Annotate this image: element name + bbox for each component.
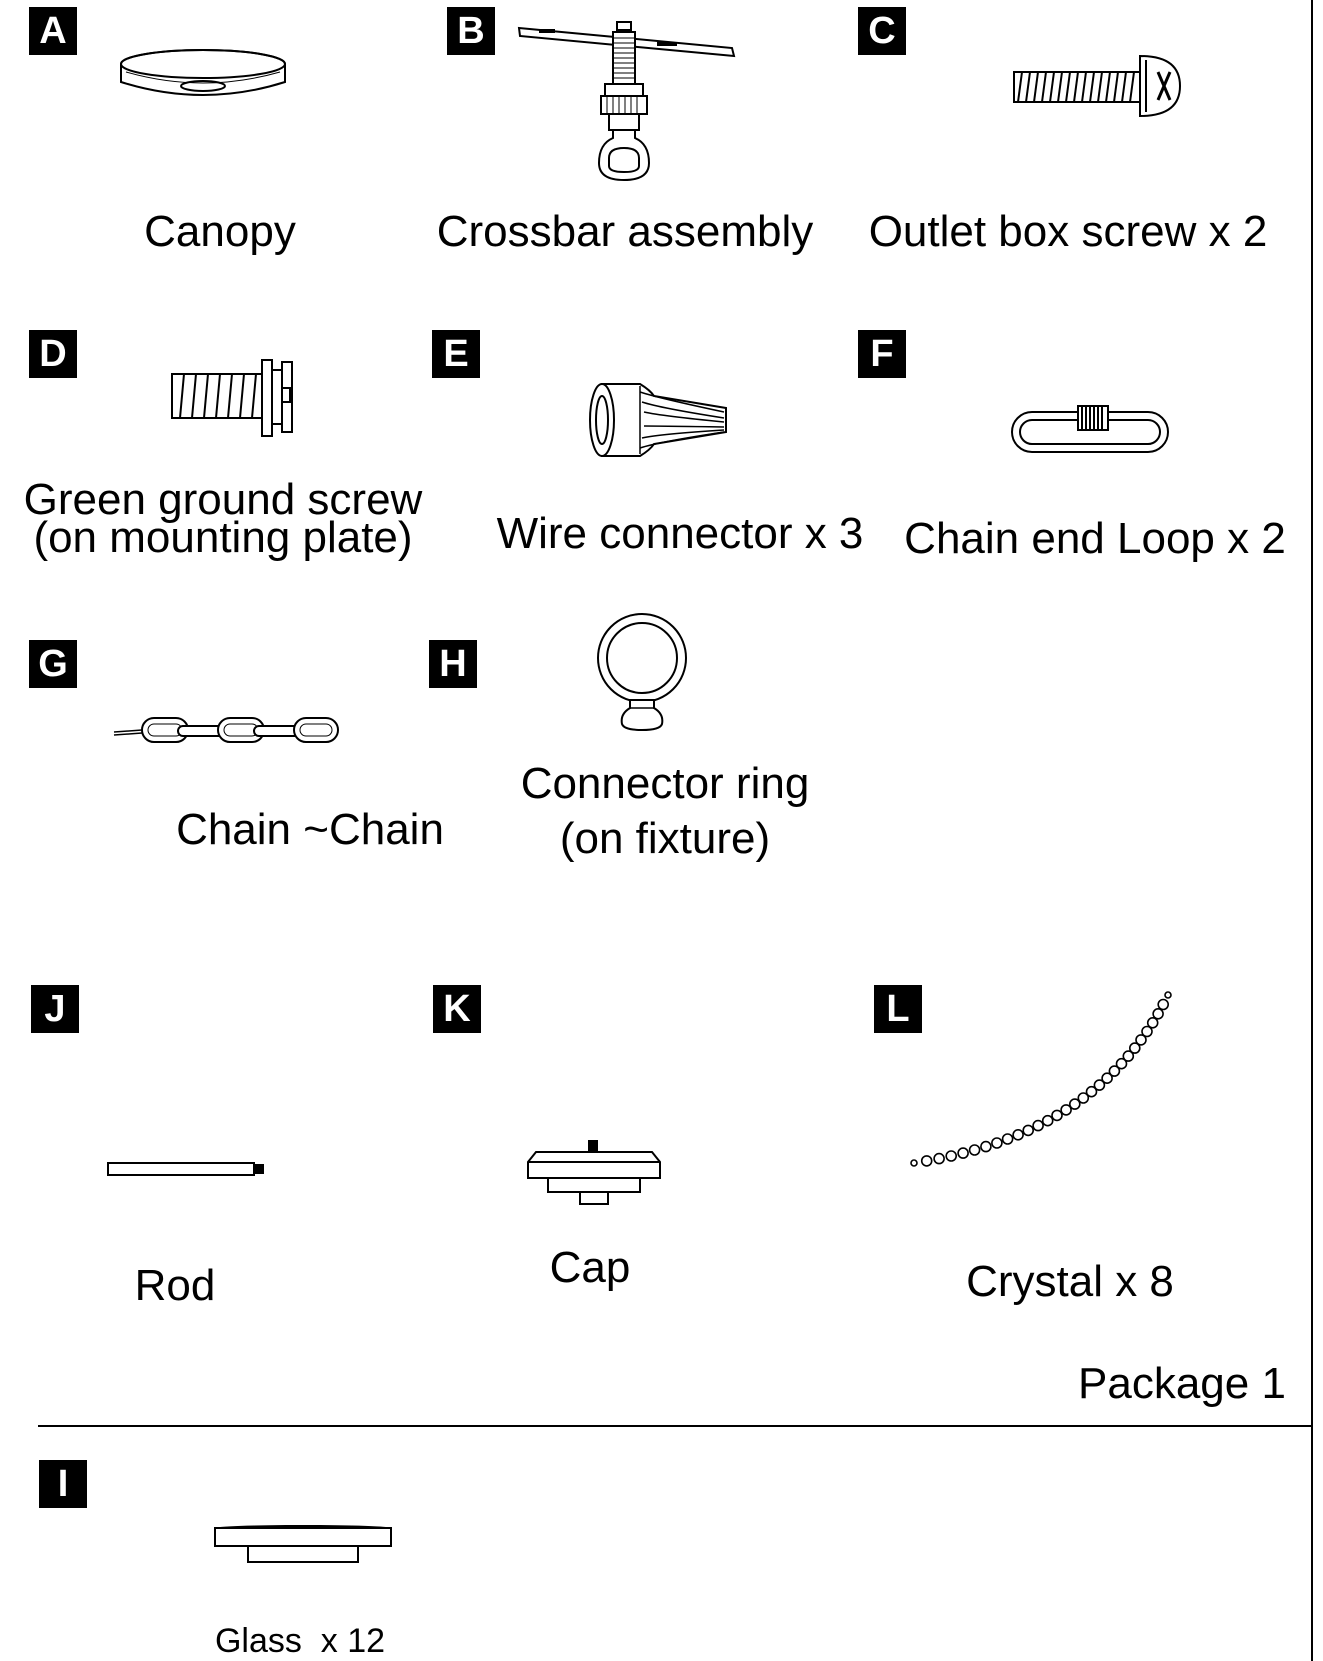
part-label-d-line2: (on mounting plate) xyxy=(33,513,413,562)
crystal-bead xyxy=(1003,1134,1013,1144)
part-badge-i: I xyxy=(39,1460,87,1508)
part-badge-e: E xyxy=(432,330,480,378)
part-label-b: Crossbar assembly xyxy=(436,207,814,256)
rod-icon xyxy=(106,1160,264,1178)
crystal-bead xyxy=(992,1138,1002,1148)
crystal-bead xyxy=(1078,1093,1088,1103)
part-label-g: Chain ~Chain xyxy=(176,805,444,854)
crystal-bead xyxy=(1109,1066,1119,1076)
crystal-bead xyxy=(1094,1080,1104,1090)
ground-screw-icon xyxy=(170,358,296,438)
connector-ring-icon xyxy=(594,612,690,732)
crystal-bead xyxy=(958,1148,968,1158)
part-label-h-line2: (on fixture) xyxy=(559,814,771,863)
part-label-k: Cap xyxy=(549,1243,631,1292)
crystal-bead xyxy=(1102,1073,1112,1083)
crystal-bead xyxy=(1087,1087,1097,1097)
chain-icon xyxy=(112,712,342,748)
part-label-h-line1: Connector ring xyxy=(520,759,810,808)
part-badge-l: L xyxy=(874,985,922,1033)
crystal-bead xyxy=(1043,1116,1053,1126)
part-label-a: Canopy xyxy=(144,207,296,256)
part-badge-d: D xyxy=(29,330,77,378)
crystal-bead xyxy=(1023,1125,1033,1135)
crystal-bead xyxy=(970,1145,980,1155)
crystal-bead xyxy=(1033,1121,1043,1131)
part-badge-j: J xyxy=(31,985,79,1033)
part-label-c: Outlet box screw x 2 xyxy=(868,207,1268,256)
crossbar-assembly-icon xyxy=(517,18,742,183)
canopy-icon xyxy=(118,42,288,104)
part-badge-k: K xyxy=(433,985,481,1033)
crystal-bead xyxy=(1070,1099,1080,1109)
part-badge-c: C xyxy=(858,7,906,55)
crystal-bead xyxy=(946,1151,956,1161)
crystal-bead xyxy=(1153,1009,1163,1019)
crystal-strand-icon xyxy=(900,985,1180,1177)
crystal-bead xyxy=(911,1160,917,1166)
crystal-bead xyxy=(1123,1051,1133,1061)
crystal-bead xyxy=(1052,1110,1062,1120)
crystal-bead xyxy=(1061,1105,1071,1115)
part-badge-f: F xyxy=(858,330,906,378)
crystal-bead xyxy=(1013,1130,1023,1140)
part-badge-g: G xyxy=(29,640,77,688)
crystal-bead xyxy=(1165,992,1171,998)
crystal-bead xyxy=(1148,1018,1158,1028)
part-label-i: Glass x 12 xyxy=(214,1622,386,1660)
crystal-bead xyxy=(1130,1043,1140,1053)
part-label-j: Rod xyxy=(134,1261,216,1310)
crystal-bead xyxy=(1117,1059,1127,1069)
part-label-f: Chain end Loop x 2 xyxy=(904,514,1286,563)
part-label-e: Wire connector x 3 xyxy=(496,509,864,558)
crystal-bead xyxy=(1158,1000,1168,1010)
wire-connector-icon xyxy=(588,380,730,460)
package-label: Package 1 xyxy=(1078,1359,1286,1408)
package-divider xyxy=(38,1425,1313,1427)
part-badge-a: A xyxy=(29,7,77,55)
right-border xyxy=(1311,0,1313,1661)
crystal-bead xyxy=(922,1156,932,1166)
crystal-bead xyxy=(981,1142,991,1152)
part-label-l: Crystal x 8 xyxy=(966,1257,1174,1306)
outlet-box-screw-icon xyxy=(1012,52,1184,120)
part-badge-b: B xyxy=(447,7,495,55)
glass-icon xyxy=(212,1525,394,1564)
part-label-d-line1: Green ground screw xyxy=(23,475,423,524)
crystal-bead xyxy=(1136,1035,1146,1045)
crystal-bead xyxy=(1142,1027,1152,1037)
part-badge-h: H xyxy=(429,640,477,688)
crystal-bead xyxy=(934,1154,944,1164)
chain-end-loop-icon xyxy=(1010,404,1170,458)
cap-icon xyxy=(524,1140,664,1206)
